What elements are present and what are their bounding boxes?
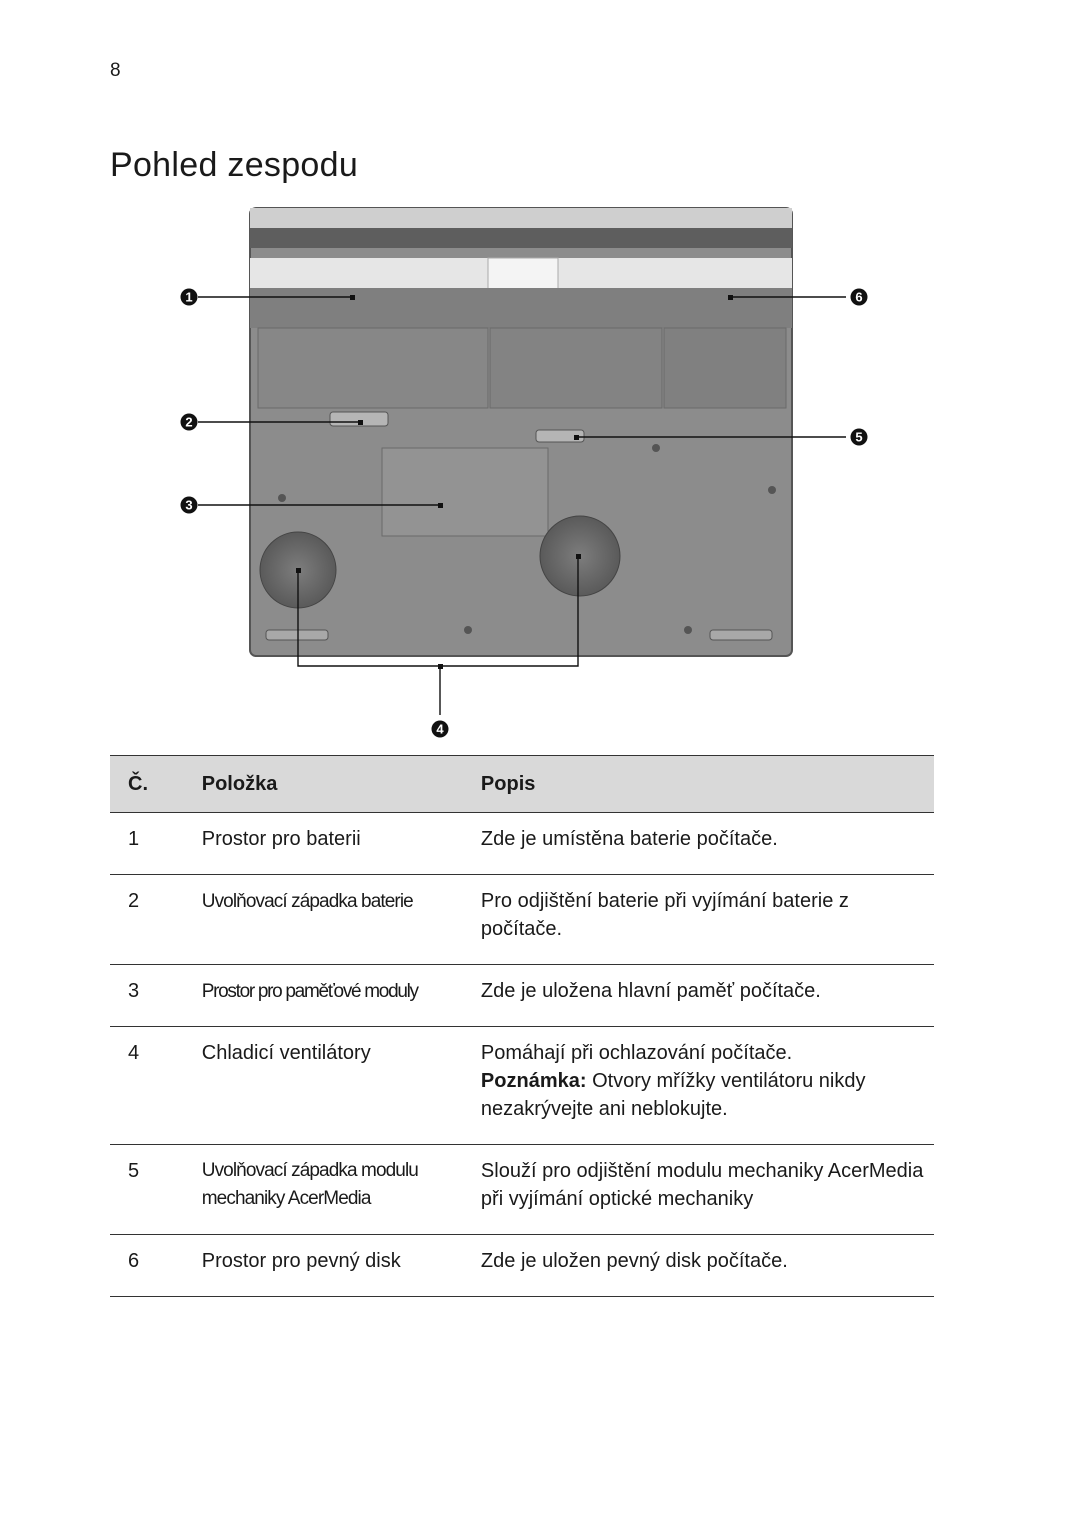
row-desc-with-note: Pomáhají při ochlazování počítače. Poznám…	[480, 1026, 934, 1145]
row-desc: Slouží pro odjištění modulu mechaniky Ac…	[480, 1144, 934, 1235]
svg-text:3: 3	[185, 498, 192, 513]
callout-6: 6	[850, 288, 868, 306]
row-item: Prostor pro baterii	[201, 812, 481, 875]
page-title: Pohled zespodu	[110, 146, 359, 184]
parts-table: Č. Položka Popis 1 Prostor pro baterii Z…	[110, 755, 934, 1297]
laptop-bottom-figure: 1 2 3 4 5 6	[170, 200, 890, 750]
table-row: 4 Chladicí ventilátory Pomáhají při ochl…	[110, 1026, 934, 1145]
table-header-row: Č. Položka Popis	[110, 755, 934, 813]
laptop-body	[249, 207, 793, 657]
row-item: Uvolňovací západka baterie	[201, 891, 414, 912]
note-text: Otvory mřížky ventilátoru nikdy nezakrýv…	[480, 1070, 866, 1120]
svg-text:2: 2	[185, 415, 192, 430]
svg-text:5: 5	[855, 430, 862, 445]
svg-text:6: 6	[855, 290, 862, 305]
row-item: Prostor pro paměťové moduly	[201, 981, 419, 1002]
row-item: Chladicí ventilátory	[201, 1026, 481, 1145]
header-num: Č.	[110, 755, 202, 813]
callout-1: 1	[180, 288, 198, 306]
header-desc: Popis	[480, 755, 934, 813]
callout-3: 3	[180, 496, 198, 514]
row-num: 4	[110, 1026, 202, 1145]
row-num: 3	[110, 964, 202, 1027]
callout-5: 5	[850, 428, 868, 446]
table-row: 3 Prostor pro paměťové moduly Zde je ulo…	[110, 964, 934, 1027]
table-row: 1 Prostor pro baterii Zde je umístěna ba…	[110, 812, 934, 875]
callout-2: 2	[180, 413, 198, 431]
page-number: 8	[110, 60, 121, 81]
row-num: 6	[110, 1234, 202, 1297]
row-item: Prostor pro pevný disk	[201, 1234, 481, 1297]
row-num: 5	[110, 1144, 202, 1235]
note-label: Poznámka:	[480, 1070, 587, 1092]
row-num: 2	[110, 874, 202, 965]
laptop-bottom-illustration: 1 2 3 4 5 6	[180, 207, 868, 738]
row-desc: Zde je uložena hlavní paměť počítače.	[480, 964, 934, 1027]
svg-text:4: 4	[436, 722, 444, 737]
table-row: 6 Prostor pro pevný disk Zde je uložen p…	[110, 1234, 934, 1297]
table-row: 2 Uvolňovací západka baterie Pro odjiště…	[110, 874, 934, 965]
table-row: 5 Uvolňovací západka modulu mechaniky Ac…	[110, 1144, 934, 1235]
row-desc: Zde je umístěna baterie počítače.	[480, 812, 934, 875]
row-desc: Pro odjištění baterie při vyjímání bater…	[480, 874, 934, 965]
header-item: Položka	[201, 755, 481, 813]
svg-text:1: 1	[185, 290, 192, 305]
row-item: Uvolňovací západka modulu mechaniky Acer…	[201, 1160, 419, 1209]
row-desc: Pomáhají při ochlazování počítače.	[480, 1042, 793, 1064]
row-num: 1	[110, 812, 202, 875]
row-desc: Zde je uložen pevný disk počítače.	[480, 1234, 934, 1297]
callout-4: 4	[431, 720, 449, 738]
